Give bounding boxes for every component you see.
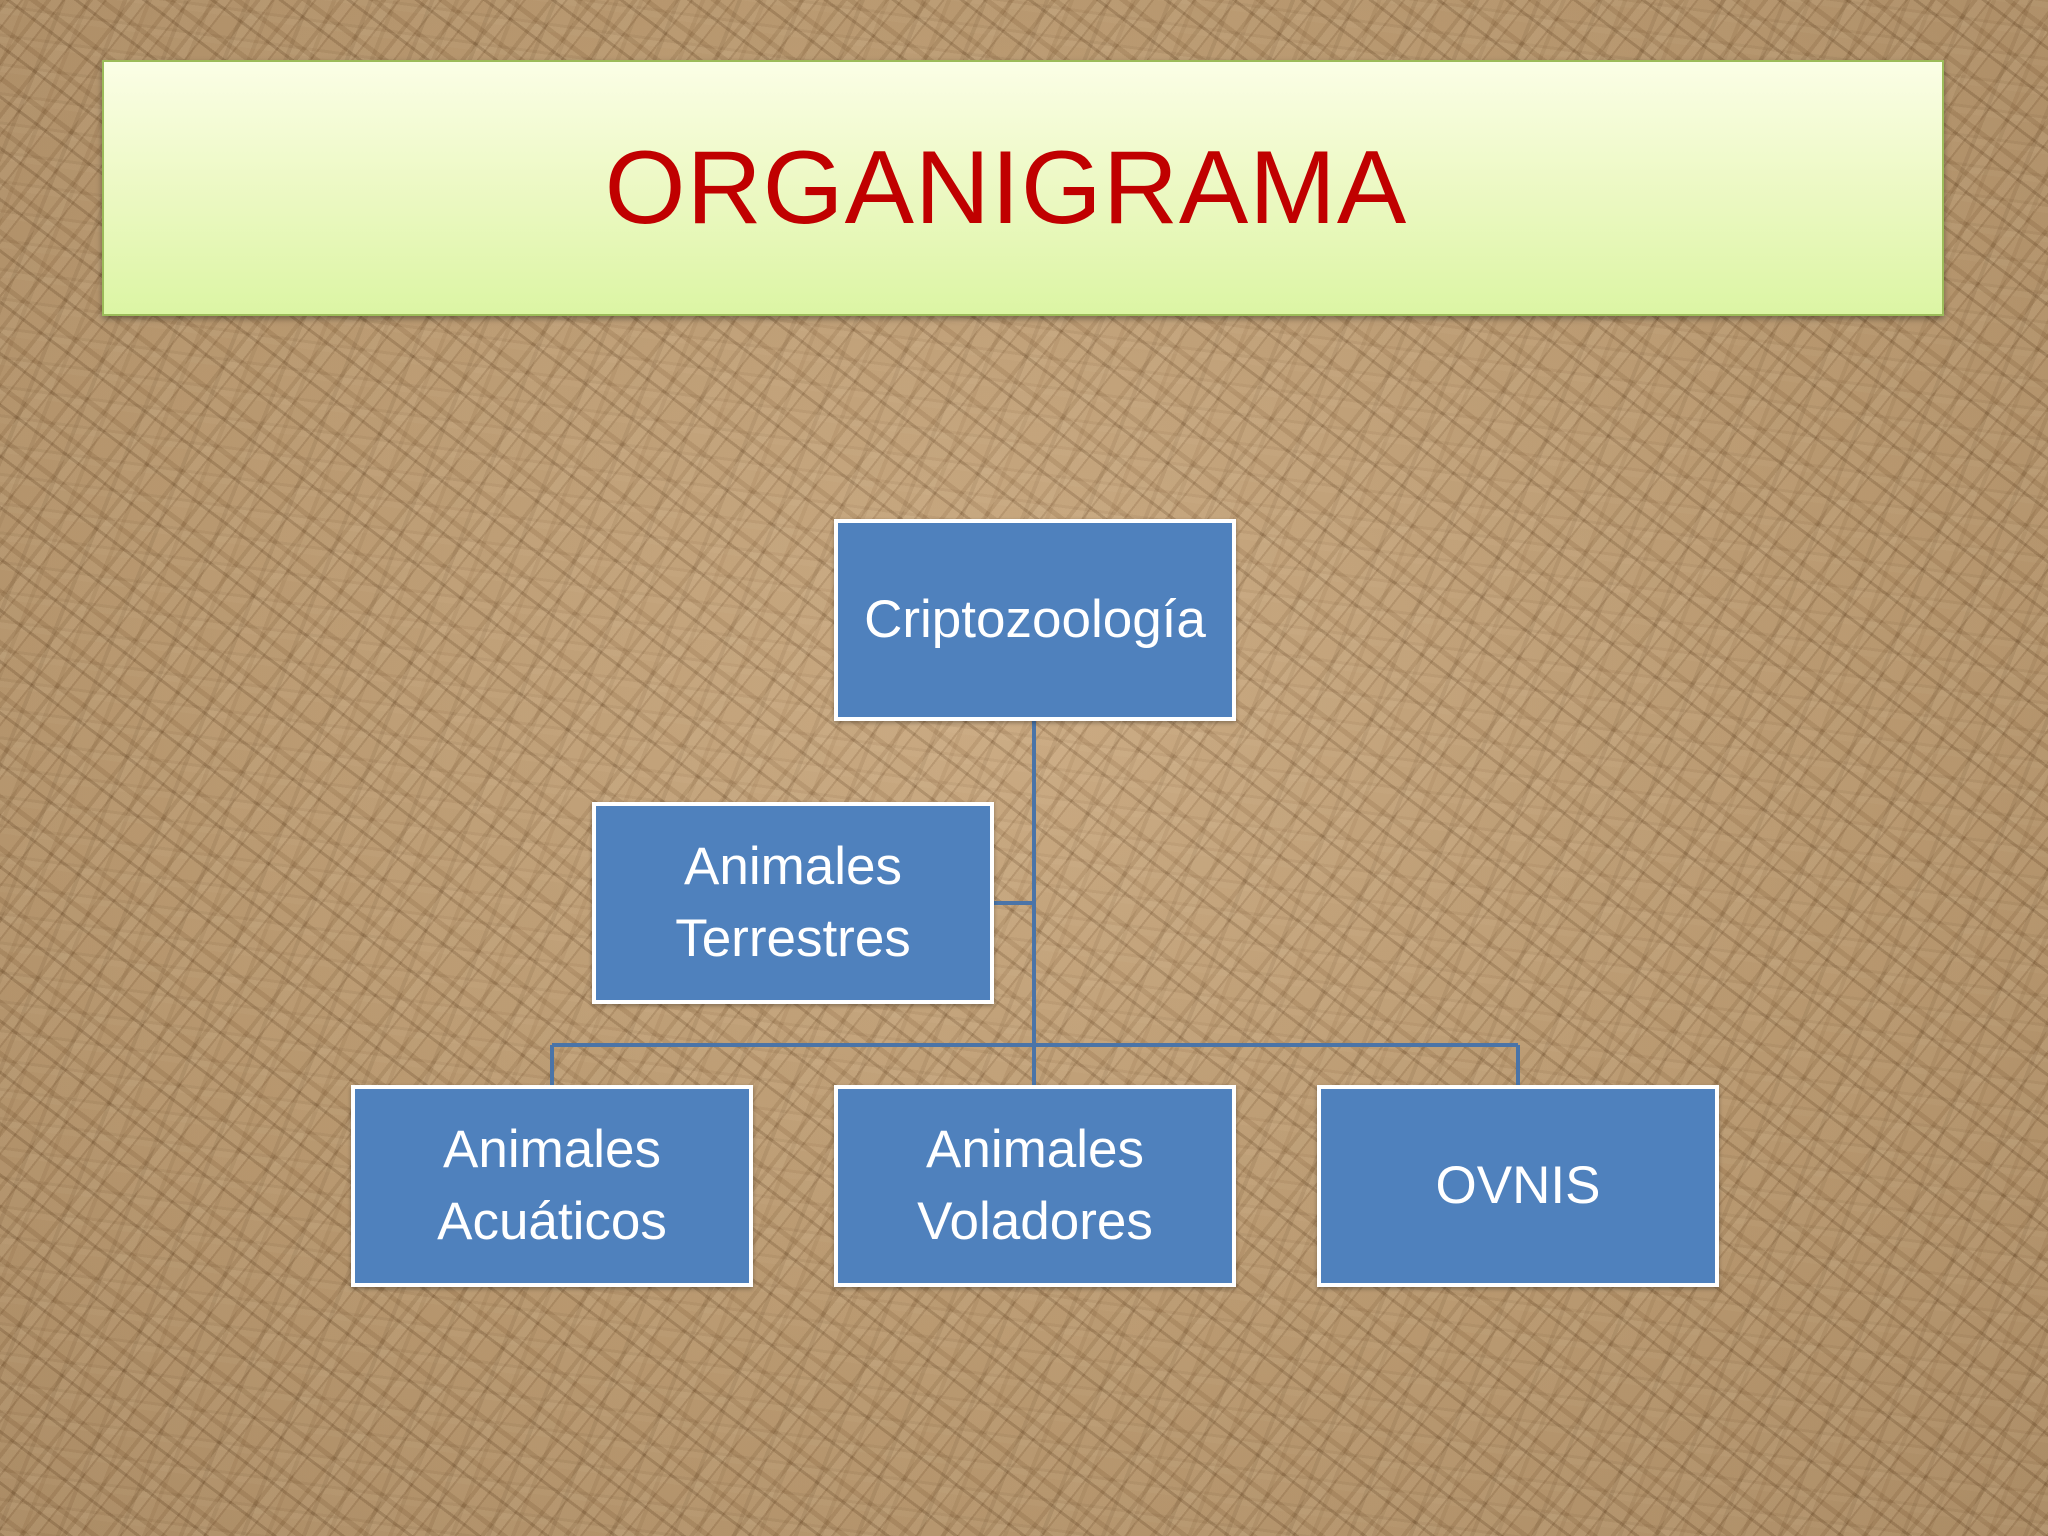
node-child-label: OVNIS <box>1435 1156 1601 1215</box>
node-child-label: Animales Voladores <box>917 1120 1153 1251</box>
node-child-label: Animales Acuáticos <box>437 1120 667 1251</box>
slide-title: ORGANIGRAMA <box>604 129 1408 246</box>
node-assistant-label: Animales Terrestres <box>675 837 911 968</box>
node-child: Animales Acuáticos <box>351 1085 753 1287</box>
node-root: Criptozoología <box>834 519 1236 721</box>
node-child: OVNIS <box>1317 1085 1719 1287</box>
title-box: ORGANIGRAMA <box>102 60 1944 316</box>
node-child: Animales Voladores <box>834 1085 1236 1287</box>
node-assistant: Animales Terrestres <box>592 802 994 1004</box>
node-root-label: Criptozoología <box>864 590 1206 649</box>
